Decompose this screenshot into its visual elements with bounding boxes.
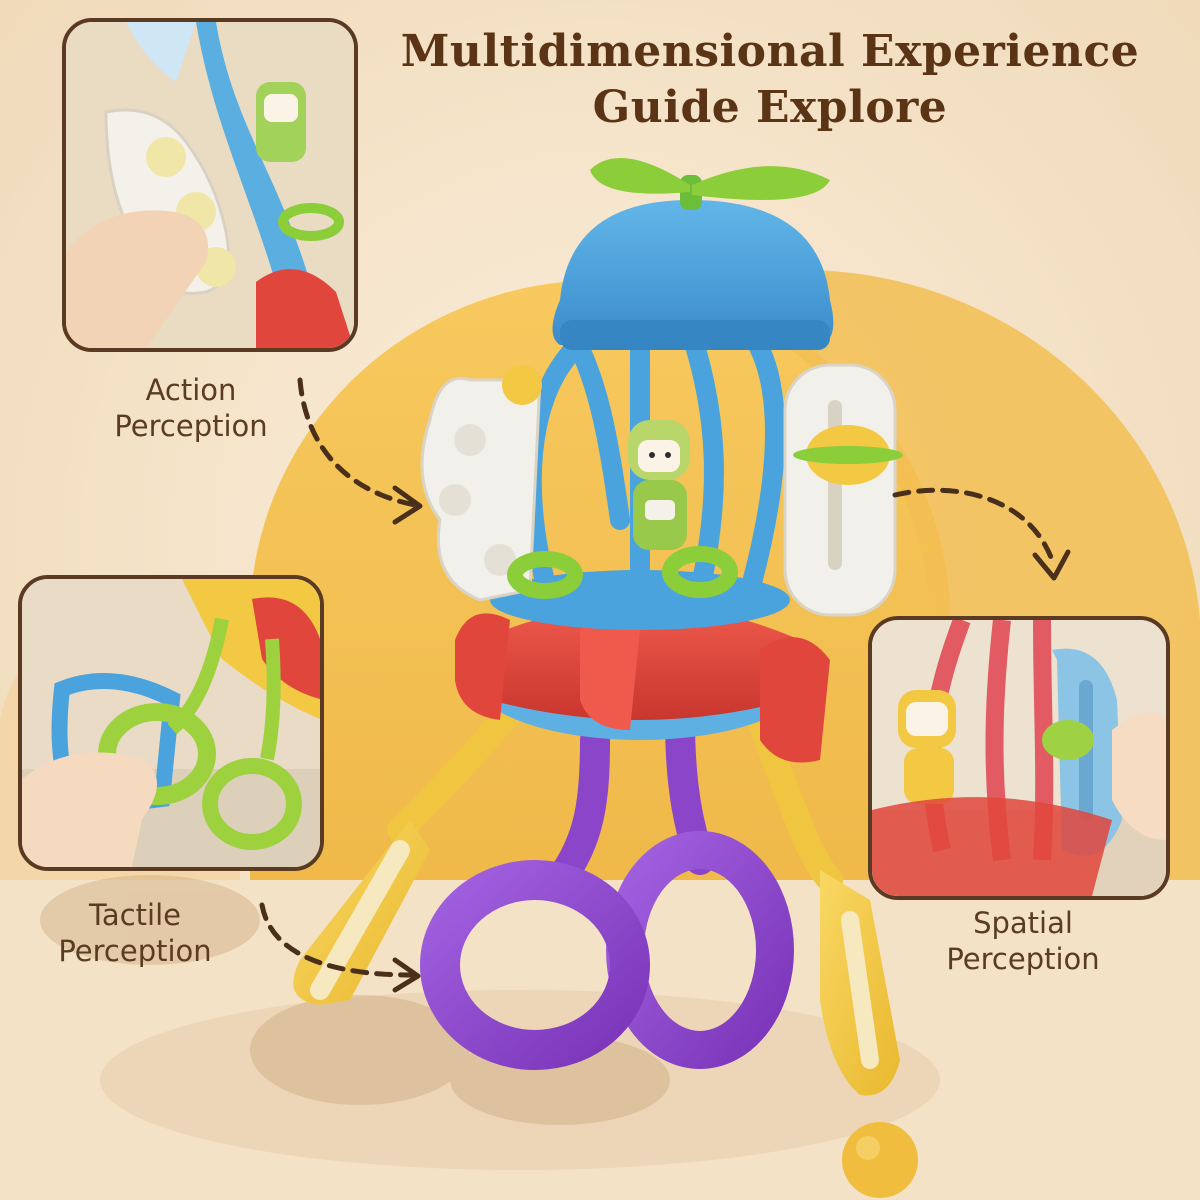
feature-label-spatial: Spatial Perception: [928, 905, 1118, 977]
ring-shadows: [40, 875, 670, 1125]
inset-action-photo: [62, 18, 358, 352]
feature-label-action-line1: Action: [145, 373, 237, 407]
headline-line-2: Guide Explore: [592, 82, 948, 133]
inset-tactile-photo: [18, 575, 324, 871]
feature-label-tactile: Tactile Perception: [40, 897, 230, 969]
white-panel-left: [420, 365, 542, 602]
white-panel-right: [783, 363, 903, 617]
helicopter-dome: [552, 158, 834, 350]
feature-label-tactile-line1: Tactile: [89, 898, 181, 932]
arrow-action: [297, 377, 418, 508]
feature-label-spatial-line2: Perception: [946, 942, 1100, 976]
feature-label-action: Action Perception: [96, 372, 286, 444]
arrow-tactile: [259, 902, 415, 978]
arrow-spatial-head: [1032, 549, 1071, 581]
arrow-spatial: [892, 487, 1055, 563]
headline-line-1: Multidimensional Experience: [400, 26, 1140, 77]
textured-ball: [842, 1122, 918, 1198]
arrow-tactile-head: [392, 957, 421, 993]
green-rings: [507, 546, 738, 599]
main-toy: [293, 158, 903, 1096]
inset-spatial-photo: [868, 616, 1170, 900]
feature-label-spatial-line1: Spatial: [973, 906, 1073, 940]
feature-label-tactile-line2: Perception: [58, 934, 212, 968]
feature-label-action-line2: Perception: [114, 409, 268, 443]
astronaut-figure: [628, 420, 690, 550]
purple-rings: [420, 705, 794, 1070]
headline: Multidimensional Experience Guide Explor…: [360, 24, 1180, 136]
arrow-action-head: [392, 485, 423, 525]
